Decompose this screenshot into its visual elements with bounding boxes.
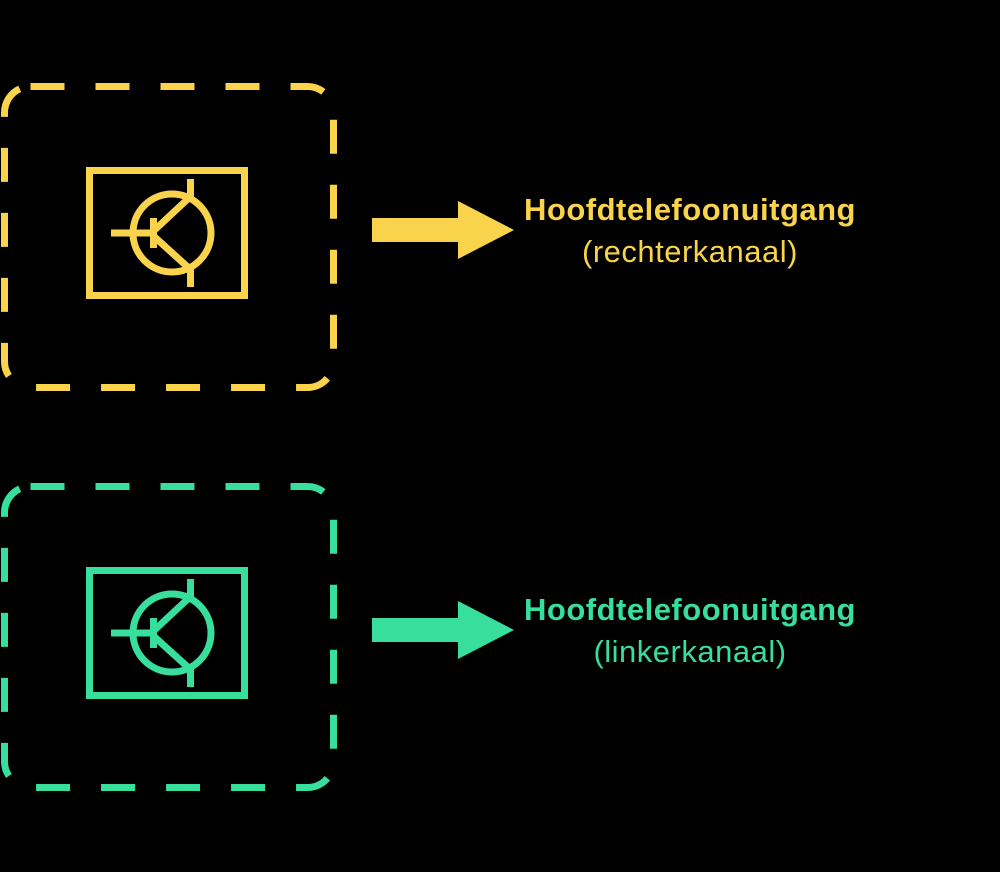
label-subtitle: (rechterkanaal) [582, 234, 798, 269]
row-left-channel: Hoofdtelefoonuitgang (linkerkanaal) [0, 483, 1000, 791]
arrow-right-icon [372, 601, 514, 659]
label-subtitle: (linkerkanaal) [593, 634, 787, 669]
label-title: Hoofdtelefoonuitgang [524, 592, 856, 627]
row-right-channel: Hoofdtelefoonuitgang (rechterkanaal) [0, 83, 1000, 391]
dashed-selection-box [1, 83, 337, 391]
right-channel-label: Hoofdtelefoonuitgang (rechterkanaal) [460, 189, 920, 273]
arrow-right-icon [372, 201, 514, 259]
label-title: Hoofdtelefoonuitgang [524, 192, 856, 227]
transistor-icon [86, 567, 248, 699]
dashed-selection-box [1, 483, 337, 791]
left-channel-label: Hoofdtelefoonuitgang (linkerkanaal) [460, 589, 920, 673]
transistor-icon [86, 167, 248, 299]
